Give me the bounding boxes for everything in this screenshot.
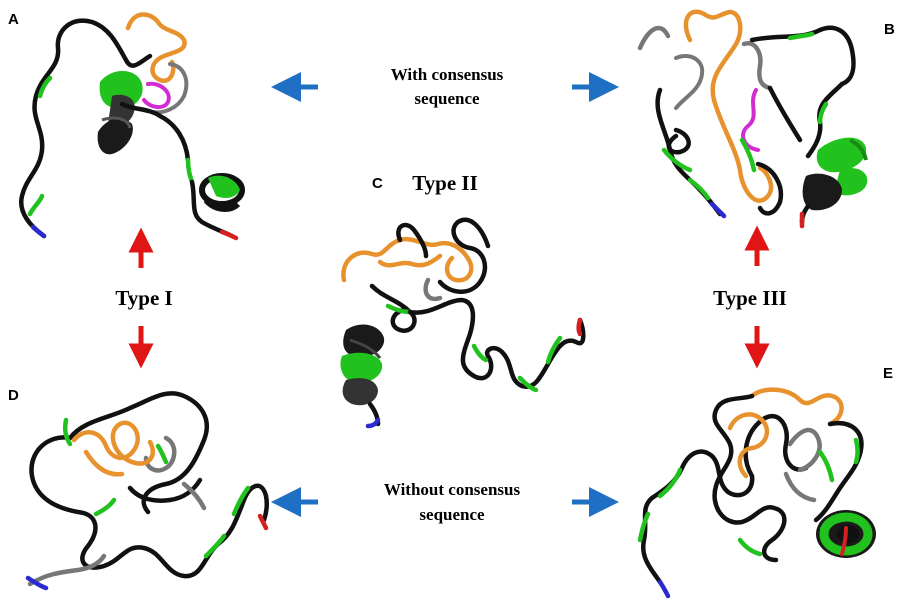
panel-label-a: A — [8, 11, 19, 28]
without-consensus-label-line2: sequence — [419, 505, 485, 524]
panel-c-structure — [340, 217, 586, 429]
panel-e-structure — [637, 387, 876, 599]
panel-label-e: E — [883, 365, 893, 382]
type-ii-label: Type II — [412, 171, 478, 195]
panel-b-structure — [637, 9, 868, 229]
panel-label-c: C — [372, 175, 383, 192]
panel-a-structure — [18, 12, 245, 241]
with-consensus-label-line1: With consensus — [391, 65, 504, 84]
type-iii-label: Type III — [713, 286, 787, 310]
panel-d-structure — [25, 391, 270, 591]
type-i-label: Type I — [115, 286, 172, 310]
with-consensus-label-line2: sequence — [414, 89, 480, 108]
panel-label-b: B — [884, 21, 895, 38]
panel-label-d: D — [8, 387, 19, 404]
without-consensus-label-line1: Without consensus — [384, 480, 521, 499]
